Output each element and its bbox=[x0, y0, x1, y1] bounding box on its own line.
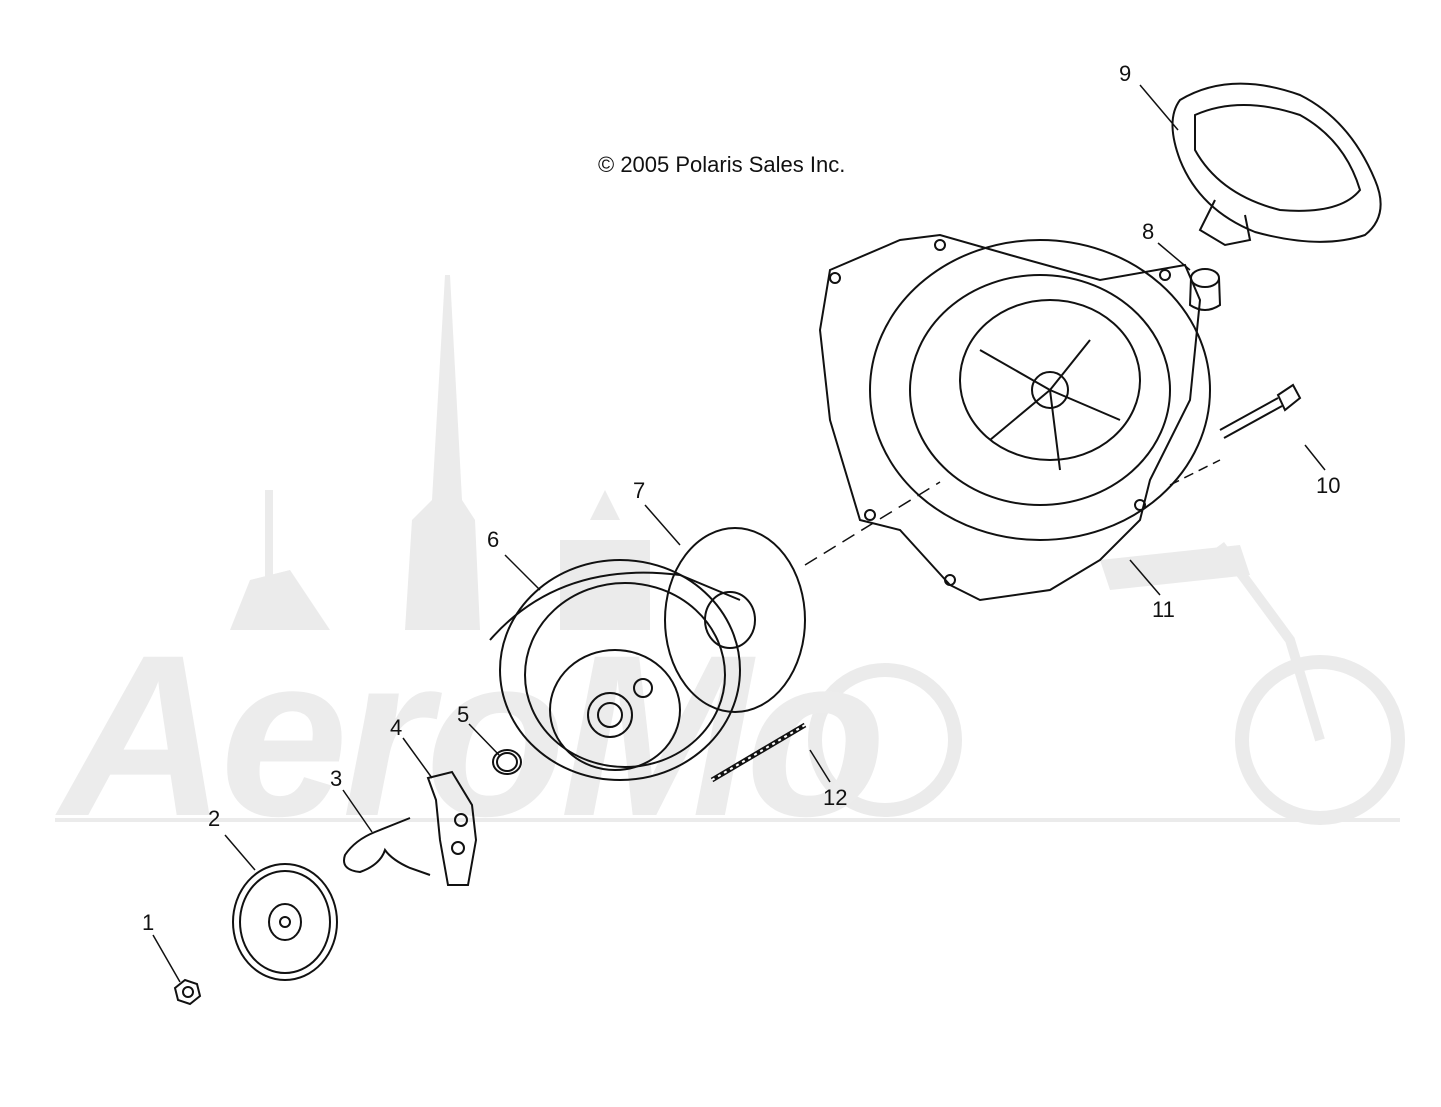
ferrule bbox=[1188, 268, 1222, 311]
spring-clip bbox=[343, 817, 431, 876]
callout-6: 6 bbox=[487, 527, 500, 552]
recoil-housing bbox=[818, 233, 1211, 602]
copyright-notice: © 2005 Polaris Sales Inc. bbox=[598, 152, 846, 177]
washer-plate bbox=[232, 863, 338, 981]
callout-2: 2 bbox=[208, 806, 221, 831]
callout-1: 1 bbox=[142, 910, 155, 935]
starter-handle bbox=[1171, 82, 1382, 247]
callout-4: 4 bbox=[390, 715, 403, 740]
recoil-pulley bbox=[489, 559, 741, 781]
bolt bbox=[1219, 383, 1302, 439]
pawl bbox=[426, 770, 478, 886]
watermark-graphic bbox=[230, 275, 1405, 825]
watermark-text: AeroMo bbox=[55, 607, 880, 864]
callout-8: 8 bbox=[1142, 219, 1155, 244]
callout-3: 3 bbox=[330, 766, 343, 791]
callout-7: 7 bbox=[633, 478, 646, 503]
callout-10: 10 bbox=[1316, 473, 1341, 498]
callout-12: 12 bbox=[823, 785, 848, 810]
leader-lines bbox=[152, 84, 1326, 983]
starter-rope bbox=[710, 722, 807, 783]
callout-11: 11 bbox=[1152, 597, 1175, 622]
coil-spring bbox=[492, 749, 522, 775]
nut bbox=[173, 978, 202, 1006]
callout-9: 9 bbox=[1119, 61, 1132, 86]
callout-5: 5 bbox=[457, 702, 470, 727]
